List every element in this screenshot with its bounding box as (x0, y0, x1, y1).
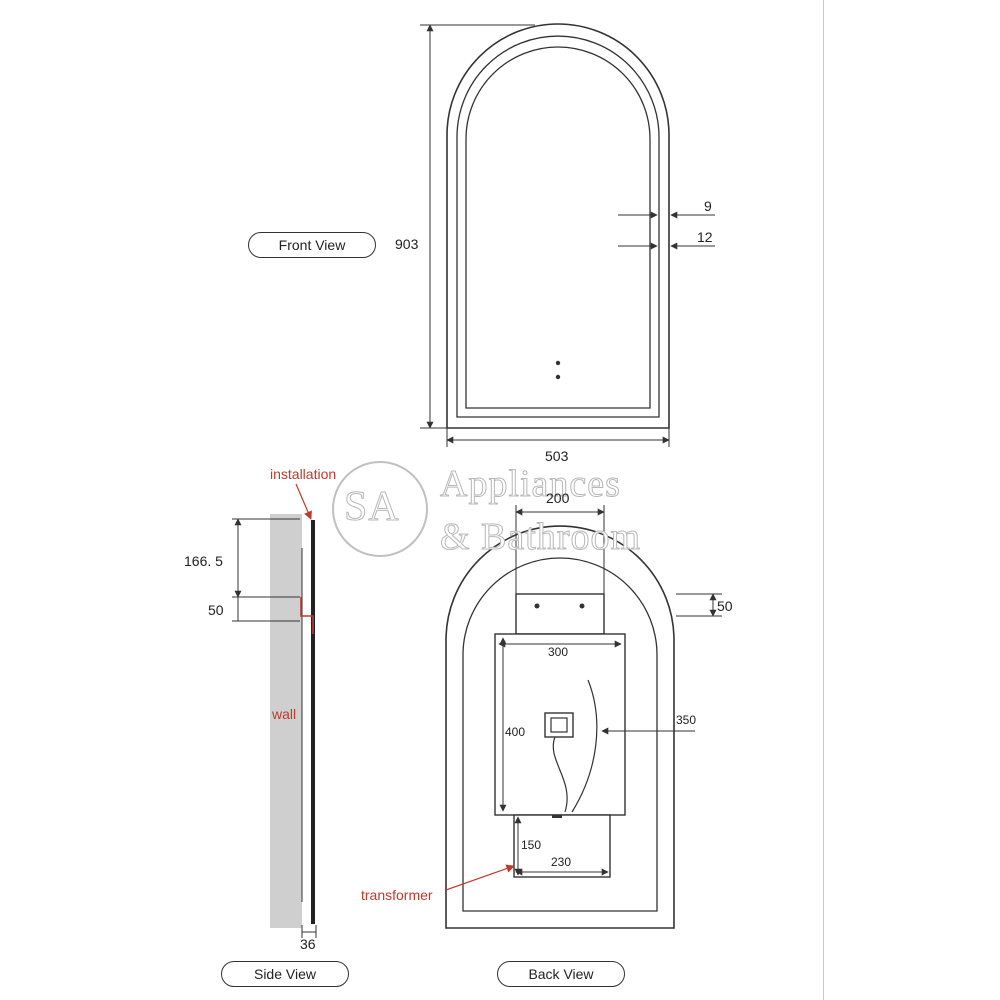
wall-label: wall (272, 706, 297, 722)
wall-section (270, 514, 302, 928)
installation-label: installation (270, 466, 337, 482)
side-bracket-label: 50 (208, 602, 224, 618)
watermark-logo: SA (344, 484, 400, 531)
cable-length-label: 350 (676, 713, 697, 727)
height-label: 903 (395, 236, 419, 252)
back-dimensions (498, 505, 722, 876)
front-led-strip-inner (465, 46, 651, 409)
touch-sensor-dot (555, 360, 561, 366)
transformer-box (513, 814, 611, 878)
transformer-arrow (445, 864, 515, 891)
wall-bracket (515, 593, 605, 635)
touch-sensor-dot (555, 374, 561, 380)
side-view-label: Side View (221, 961, 349, 987)
transformer-label: transformer (361, 887, 433, 903)
watermark-line-1: Appliances (440, 463, 621, 506)
cable (552, 736, 568, 813)
transformer-width-label: 230 (551, 855, 572, 869)
dimension-height (420, 24, 535, 429)
cable (571, 679, 598, 813)
dimension-width (446, 428, 670, 447)
installation-arrow (295, 483, 312, 520)
box-height-label: 400 (505, 725, 526, 739)
bracket-height-label: 50 (717, 598, 733, 614)
mounting-hook (300, 597, 314, 634)
side-top-label: 166. 5 (184, 553, 223, 569)
front-outer-frame (446, 23, 670, 429)
dimension-frame (618, 211, 715, 250)
watermark-line-2: & Bathroom (439, 516, 642, 559)
switch-inner (550, 717, 568, 733)
side-depth-label: 36 (300, 936, 316, 952)
bracket-width-label: 200 (546, 490, 570, 506)
watermark-logo-circle (332, 461, 428, 557)
back-view-label: Back View (497, 961, 625, 987)
front-view-label: Front View (248, 232, 376, 258)
back-outer-frame (445, 525, 675, 929)
side-mirror-profile (311, 520, 315, 924)
side-dimensions (232, 518, 317, 938)
width-label: 503 (545, 448, 569, 464)
box-width-label: 300 (548, 645, 569, 659)
transformer-height-label: 150 (521, 838, 542, 852)
front-view-mirror (446, 23, 670, 429)
back-view-mirror (445, 525, 675, 929)
frame-9-label: 9 (704, 198, 712, 214)
frame-12-label: 12 (697, 229, 713, 245)
page-divider (823, 0, 824, 1000)
back-inner-frame (462, 557, 658, 912)
front-led-strip-outer (456, 35, 660, 418)
